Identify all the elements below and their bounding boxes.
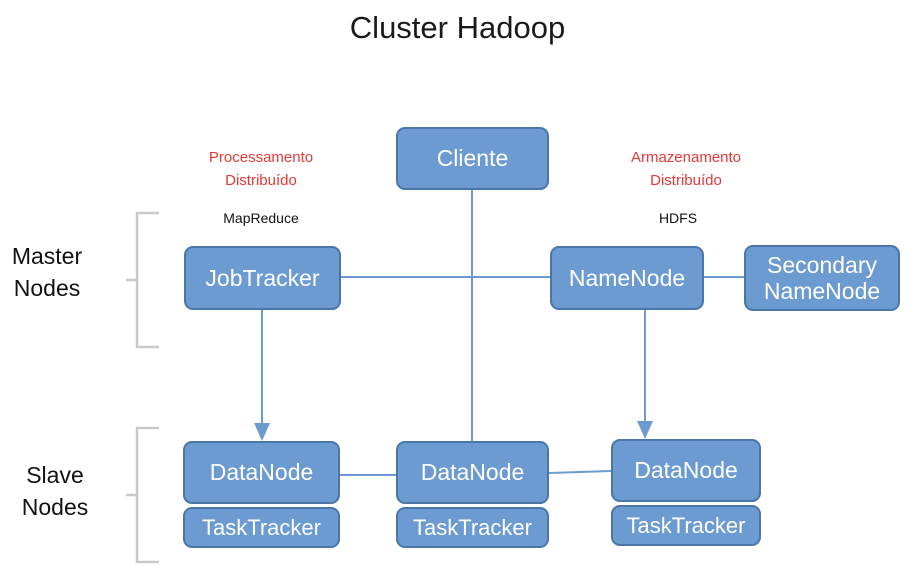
datanode-3[interactable]: DataNode — [611, 439, 761, 502]
master-nodes-label: Master Nodes — [0, 240, 94, 304]
jobtracker-node[interactable]: JobTracker — [184, 246, 341, 310]
secondary-line2: NameNode — [763, 278, 881, 304]
slave-nodes-label: Slave Nodes — [0, 459, 110, 523]
tasktracker-1[interactable]: TaskTracker — [183, 507, 340, 548]
master-bracket — [126, 211, 159, 349]
processing-label-line2: Distribuído — [225, 172, 297, 190]
namenode-node[interactable]: NameNode — [550, 246, 704, 310]
master-label-line1: Master — [11, 243, 83, 269]
tasktracker-2[interactable]: TaskTracker — [396, 507, 549, 548]
storage-label: Armazenamento Distribuído — [611, 146, 761, 193]
storage-label-line1: Armazenamento — [630, 149, 742, 166]
client-node[interactable]: Cliente — [396, 127, 549, 190]
master-label-line2: Nodes — [13, 275, 81, 302]
hdfs-label: HDFS — [658, 210, 698, 226]
secondary-line1: Secondary — [767, 251, 877, 278]
datanode-1[interactable]: DataNode — [183, 441, 340, 504]
page-title: Cluster Hadoop — [349, 10, 566, 45]
storage-label-line2: Distribuído — [650, 172, 722, 190]
datanode-link-2 — [548, 470, 612, 474]
tasktracker-3[interactable]: TaskTracker — [611, 505, 761, 546]
secondary-namenode-node[interactable]: Secondary NameNode — [744, 245, 900, 311]
processing-label: Processamento Distribuído — [186, 146, 336, 193]
datanode-2[interactable]: DataNode — [396, 441, 549, 504]
slave-label-line1: Slave — [26, 462, 84, 488]
slave-label-line2: Nodes — [21, 494, 89, 521]
mapreduce-label: MapReduce — [223, 210, 299, 226]
slave-bracket — [126, 426, 159, 564]
processing-label-line1: Processamento — [208, 149, 314, 166]
